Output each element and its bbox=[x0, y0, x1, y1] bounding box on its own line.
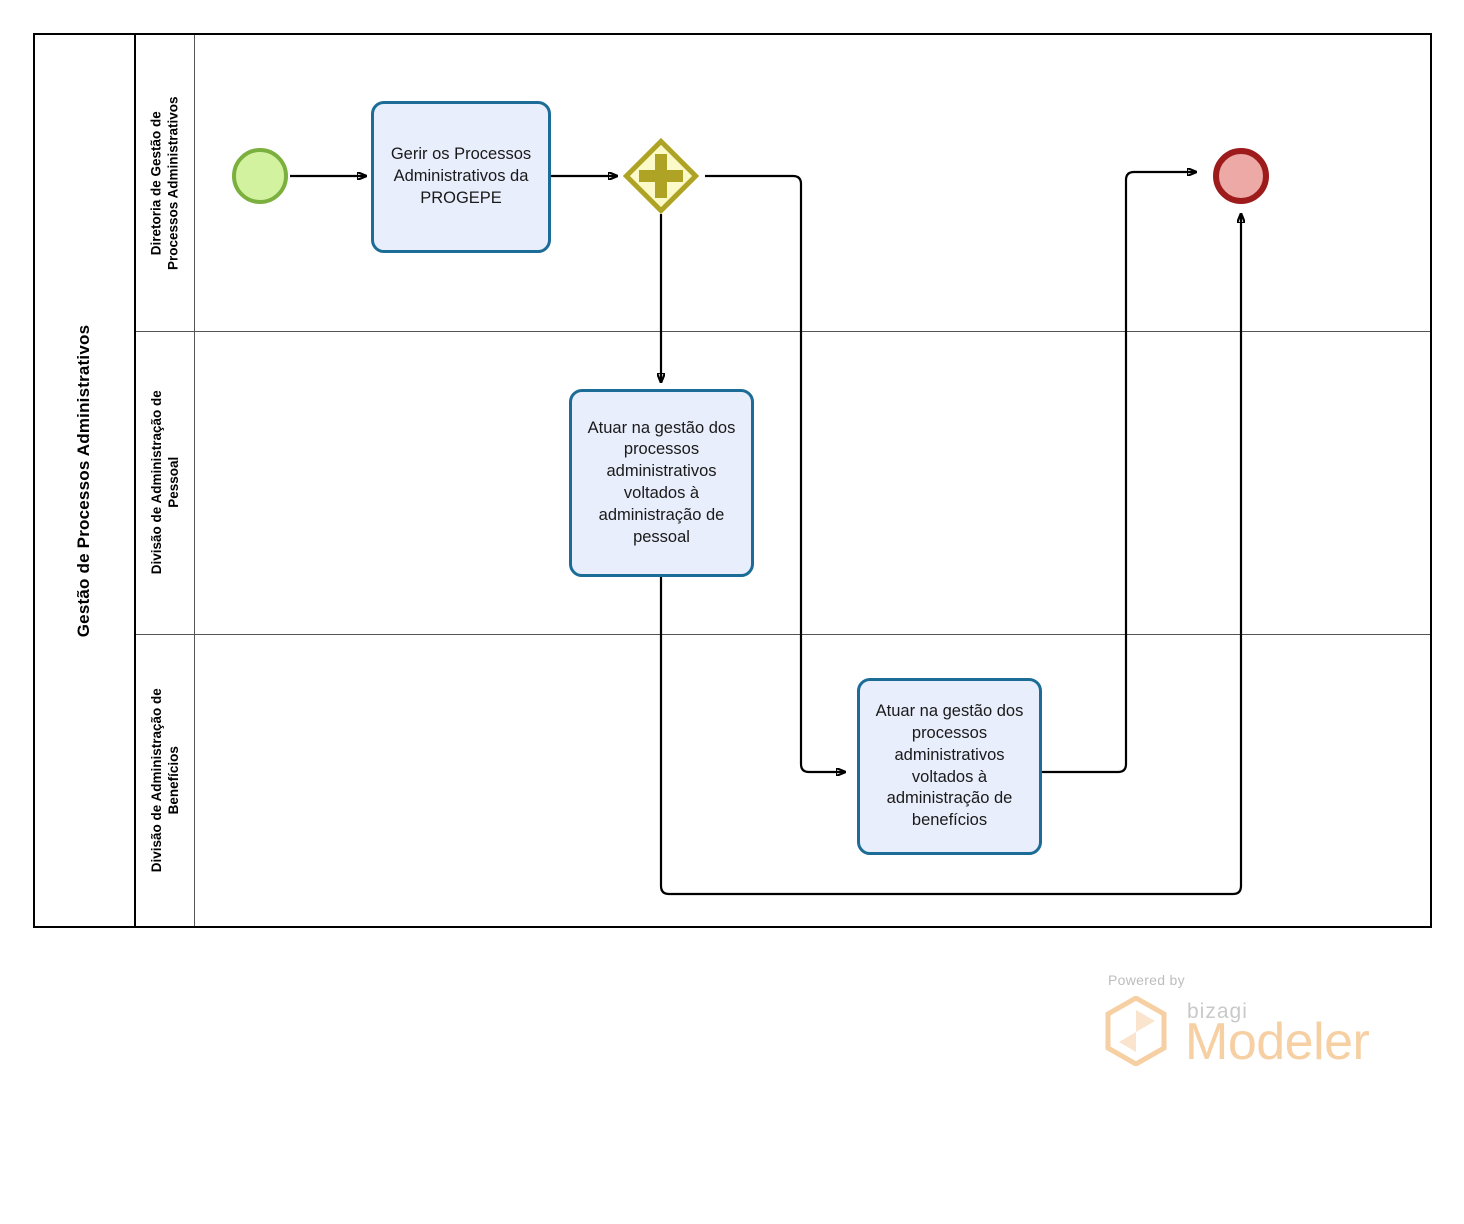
watermark-product-label: Modeler bbox=[1185, 1013, 1370, 1071]
task-atuar-pessoal[interactable]: Atuar na gestão dos processos administra… bbox=[569, 389, 754, 577]
bizagi-hexagon-logo-icon bbox=[1105, 996, 1167, 1066]
start-event[interactable] bbox=[232, 148, 288, 204]
gateway-plus-icon-vertical bbox=[655, 154, 667, 198]
end-event[interactable] bbox=[1213, 148, 1269, 204]
watermark-powered-by-label: Powered by bbox=[1108, 972, 1185, 988]
parallel-gateway[interactable] bbox=[622, 137, 700, 215]
task-gerir-processos[interactable]: Gerir os Processos Administrativos da PR… bbox=[371, 101, 551, 253]
pool-header: Gestão de Processos Administrativos bbox=[35, 35, 136, 926]
watermark-brand-label: bizagi bbox=[1187, 1000, 1248, 1023]
pool-title: Gestão de Processos Administrativos bbox=[74, 324, 94, 637]
bizagi-watermark: Powered by bizagi Modeler bbox=[1105, 972, 1370, 1072]
task-atuar-beneficios[interactable]: Atuar na gestão dos processos administra… bbox=[857, 678, 1042, 855]
